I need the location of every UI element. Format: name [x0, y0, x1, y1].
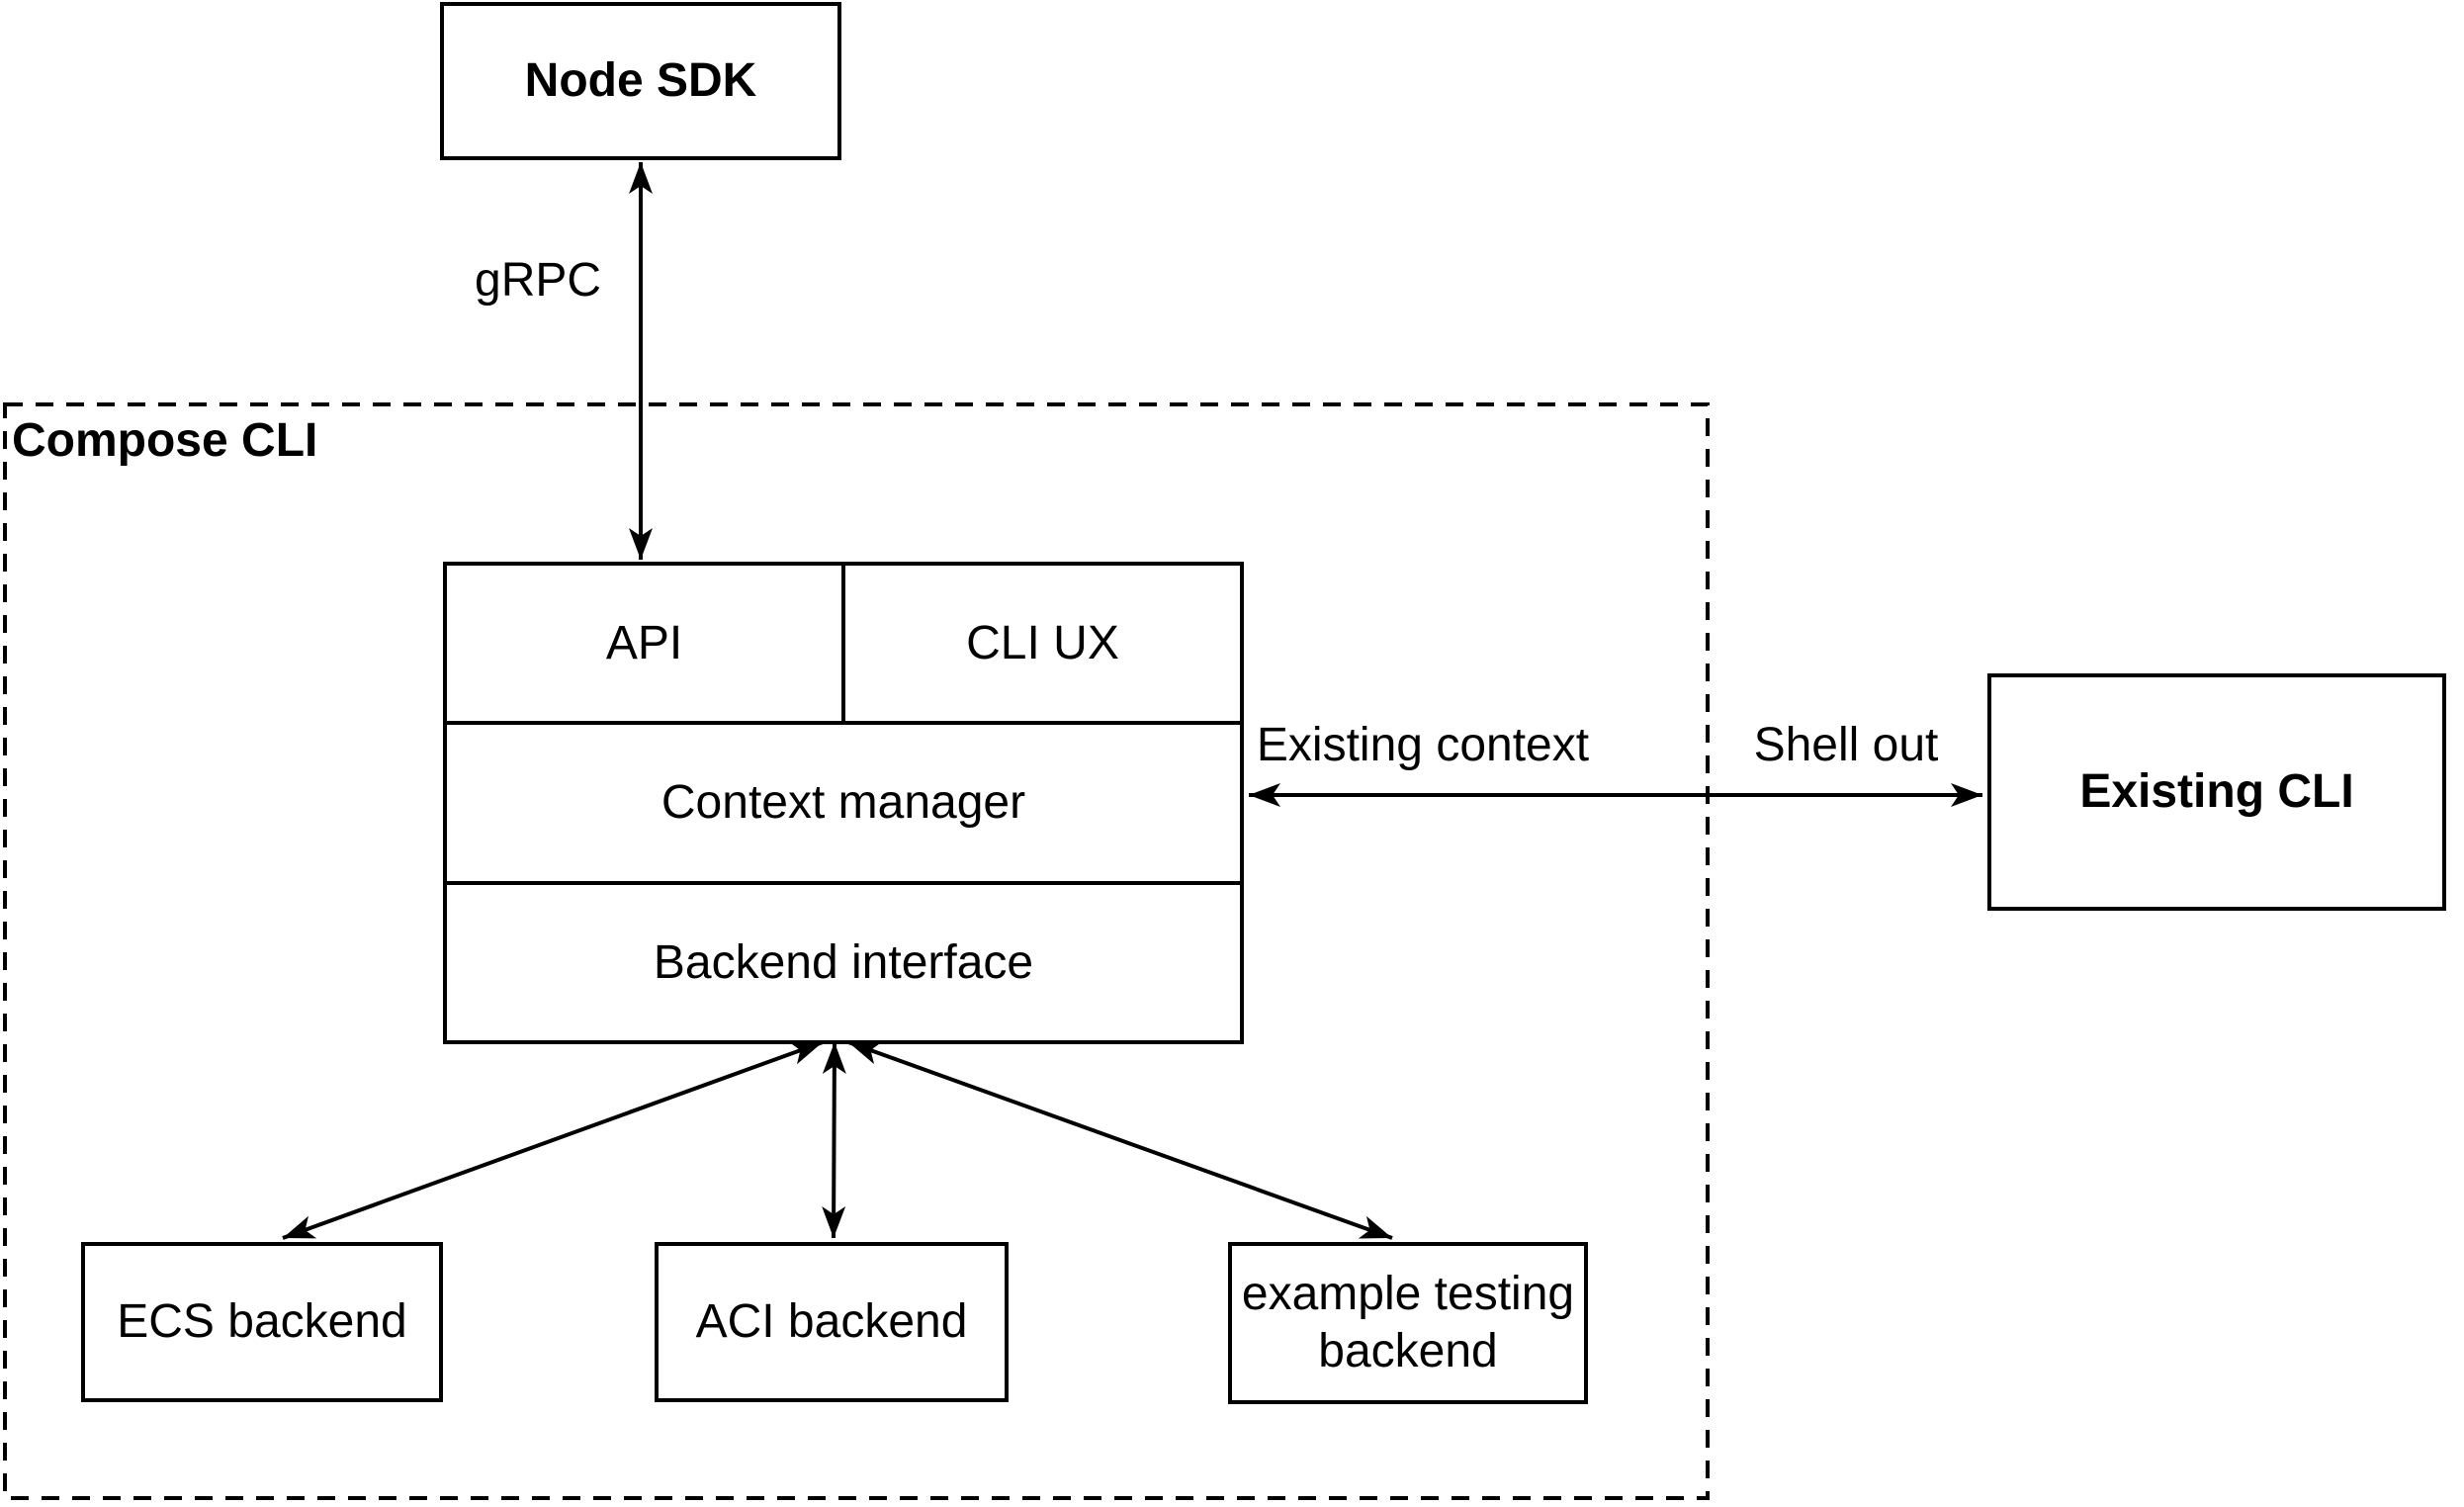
cli-ux-label: CLI UX	[966, 616, 1119, 669]
example-testing-backend-label: example testing backend	[1241, 1268, 1575, 1377]
compose-cli-label: Compose CLI	[12, 414, 318, 467]
ecs-backend-label: ECS backend	[117, 1295, 407, 1349]
node-sdk-box: Node SDK	[440, 2, 841, 160]
api-cell: API	[447, 566, 841, 721]
ecs-connector-arrow	[282, 1040, 824, 1240]
existing-context-label: Existing context	[1256, 719, 1590, 771]
api-label: API	[605, 616, 683, 669]
aci-backend-label: ACI backend	[695, 1295, 968, 1349]
existing-cli-label: Existing CLI	[2079, 765, 2354, 819]
core-top-row: API CLI UX	[447, 566, 1240, 722]
aci-connector-arrow	[822, 1041, 846, 1239]
context-manager-row: Context manager	[447, 721, 1240, 880]
example-testing-backend-box: example testing backend	[1228, 1242, 1588, 1404]
core-stack-box: API CLI UX Context manager Backend inter…	[443, 562, 1244, 1044]
aci-backend-box: ACI backend	[655, 1242, 1009, 1402]
cli-ux-cell: CLI UX	[841, 566, 1240, 722]
existing-cli-box: Existing CLI	[1987, 673, 2446, 911]
context-manager-label: Context manager	[660, 776, 1026, 830]
example-connector-arrow	[847, 1040, 1393, 1240]
node-sdk-label: Node SDK	[524, 54, 757, 108]
backend-interface-label: Backend interface	[653, 935, 1034, 989]
grpc-label: gRPC	[475, 254, 602, 307]
backend-interface-row: Backend interface	[447, 880, 1240, 1040]
ecs-backend-box: ECS backend	[81, 1242, 443, 1402]
shell-out-label: Shell out	[1753, 719, 1939, 771]
